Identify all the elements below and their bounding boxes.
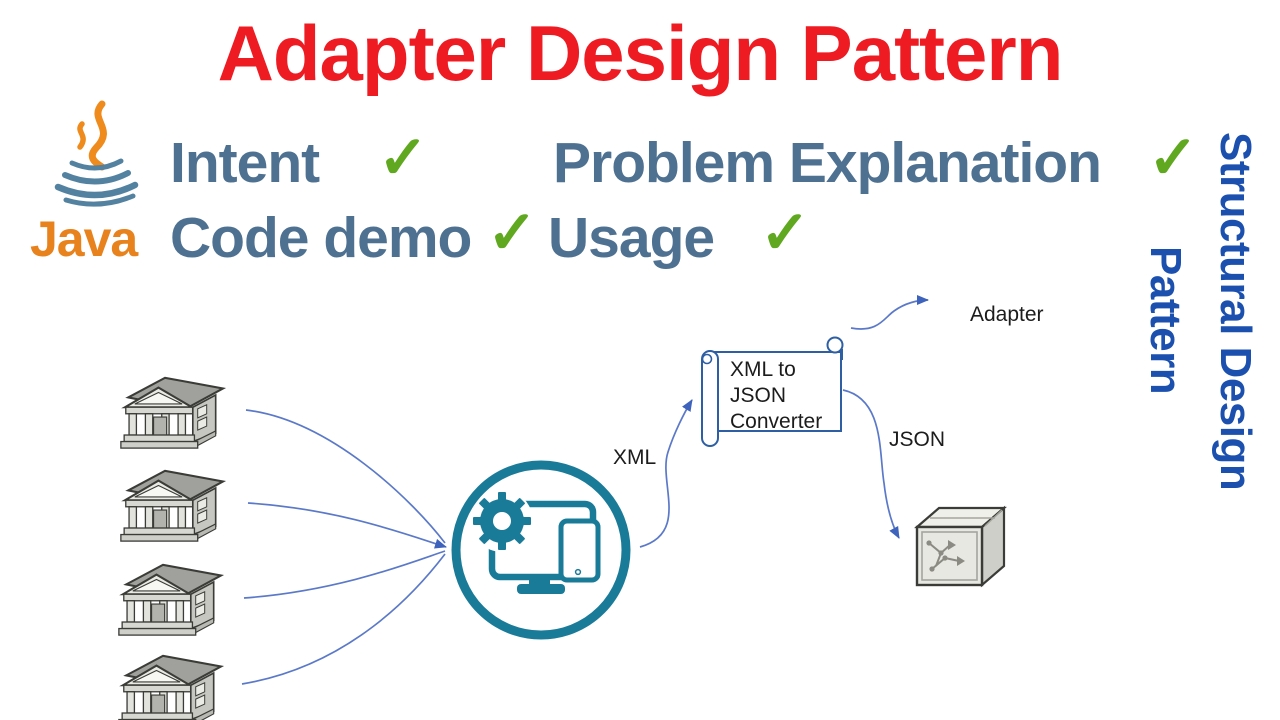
converter-line: Converter (730, 410, 823, 433)
bank-icon (118, 654, 223, 720)
adapter-arrow (850, 295, 929, 330)
page-title: Adapter Design Pattern (217, 9, 1064, 97)
bank-icon (120, 376, 225, 450)
topic-code-demo: Code demo (170, 206, 472, 270)
json-label: JSON (889, 428, 946, 451)
bank-icon (118, 563, 223, 637)
check-icon: ✓ (760, 199, 811, 266)
java-cup-icon (54, 158, 139, 207)
json-arrow (842, 389, 900, 539)
system-circle-icon (451, 460, 631, 640)
converter-text: XML to JSON Converter (730, 357, 822, 435)
adapter-label: Adapter (970, 303, 1044, 326)
package-box-icon (914, 505, 1007, 588)
bank-arrows (241, 409, 447, 685)
xml-label: XML (613, 446, 657, 469)
topic-problem-explanation: Problem Explanation (553, 131, 1102, 195)
converter-line: JSON (730, 384, 787, 407)
check-icon: ✓ (378, 124, 429, 191)
check-icon: ✓ (487, 199, 538, 266)
tablet-icon (558, 518, 601, 583)
java-steam-icon (88, 100, 107, 171)
java-logo-icon (54, 100, 139, 207)
scroll-shape (701, 336, 844, 447)
xml-arrow (639, 399, 693, 548)
topic-intent: Intent (170, 131, 320, 195)
converter-line: XML to (730, 358, 796, 381)
gear-icon (471, 490, 533, 552)
check-icon: ✓ (1148, 124, 1199, 191)
topic-usage: Usage (548, 206, 715, 270)
bank-icon (120, 469, 225, 543)
java-wordmark: Java (30, 211, 138, 267)
